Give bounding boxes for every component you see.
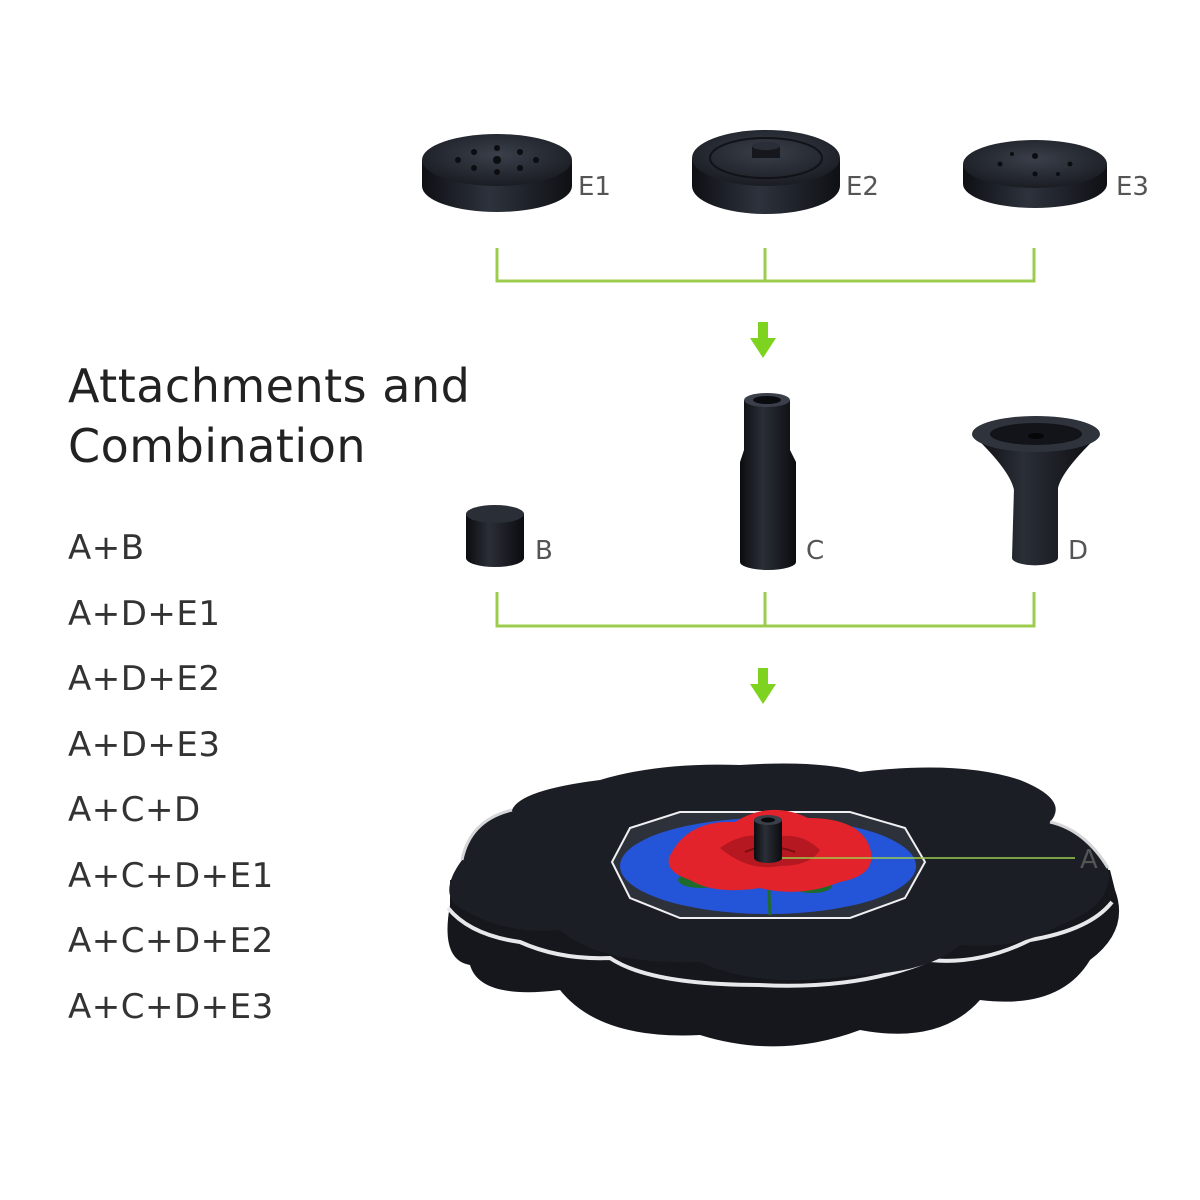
title-line-2: Combination bbox=[68, 419, 367, 473]
label-e1: E1 bbox=[578, 172, 611, 202]
fountain-base-a bbox=[446, 763, 1120, 1047]
list-item: A+D+E2 bbox=[68, 659, 221, 699]
page-title: Attachments and Combination bbox=[68, 356, 470, 476]
nozzle-e1 bbox=[422, 134, 572, 212]
list-item: A+C+D+E3 bbox=[68, 986, 274, 1027]
bottom-connector bbox=[495, 592, 1036, 628]
list-item: A+C+D+E1 bbox=[68, 855, 274, 896]
label-e2: E2 bbox=[846, 172, 879, 202]
nozzle-e2 bbox=[692, 130, 840, 214]
label-c: C bbox=[806, 536, 825, 566]
label-d: D bbox=[1068, 536, 1089, 566]
label-e3: E3 bbox=[1116, 172, 1149, 202]
part-d bbox=[972, 416, 1100, 566]
list-item: A+B bbox=[68, 528, 145, 568]
down-arrow-icon bbox=[750, 322, 776, 358]
label-a: A bbox=[1080, 845, 1098, 875]
label-b: B bbox=[535, 536, 553, 566]
combination-list: A+B A+D+E1 A+D+E2 A+D+E3 A+C+D A+C+D+E1 … bbox=[68, 522, 274, 1046]
top-connector bbox=[495, 248, 1036, 283]
part-b bbox=[466, 505, 524, 567]
down-arrow-icon bbox=[750, 668, 776, 704]
list-item: A+C+D bbox=[68, 790, 201, 830]
part-c bbox=[740, 393, 796, 570]
nozzle-e3 bbox=[963, 140, 1107, 208]
list-item: A+D+E3 bbox=[68, 724, 221, 765]
title-line-1: Attachments and bbox=[68, 359, 471, 413]
list-item: A+D+E1 bbox=[68, 593, 221, 634]
list-item: A+C+D+E2 bbox=[68, 921, 274, 961]
